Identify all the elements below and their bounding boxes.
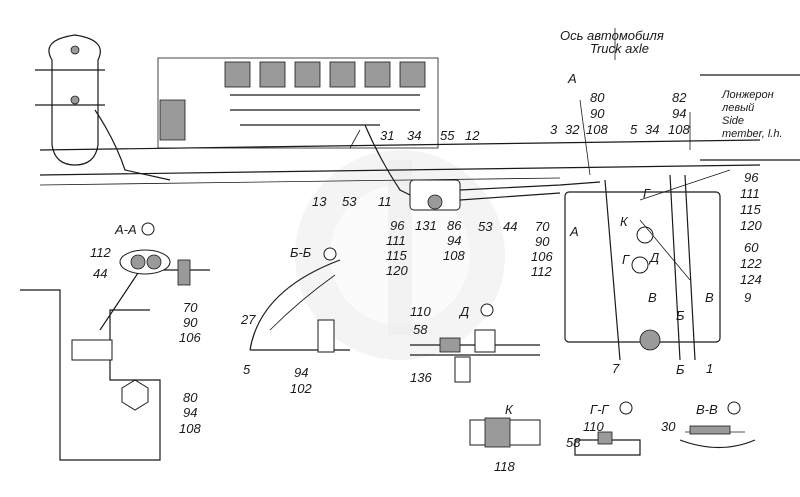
callout-90-aa: 90 — [183, 315, 198, 330]
callout-30: 30 — [661, 419, 676, 434]
callout-1: 1 — [706, 361, 713, 376]
frame-rail — [39, 139, 761, 186]
callout-5: 5 — [630, 122, 638, 137]
callout-27: 27 — [240, 312, 256, 327]
section-aa-title: А-А — [114, 222, 137, 237]
engine-block — [157, 57, 439, 149]
callout-96: 96 — [390, 218, 405, 233]
section-k-title: К — [505, 402, 514, 417]
callout-58-gg: 58 — [566, 435, 581, 450]
callout-108: 108 — [586, 122, 608, 137]
callout-106: 106 — [531, 249, 553, 264]
callout-136: 136 — [410, 370, 432, 385]
callout-3: 3 — [550, 122, 558, 137]
callout-131: 131 — [415, 218, 437, 233]
callout-12: 12 — [465, 128, 480, 143]
callout-124: 124 — [740, 272, 762, 287]
callout-55: 55 — [440, 128, 455, 143]
callout-111: 111 — [386, 233, 406, 248]
marker-g2: Г — [622, 252, 630, 267]
callout-102: 102 — [290, 381, 312, 396]
callout-108-r: 108 — [668, 122, 690, 137]
section-vv-detail — [679, 401, 756, 449]
callout-94-c: 94 — [447, 233, 461, 248]
marker-v1: В — [648, 290, 657, 305]
callout-11: 11 — [378, 194, 392, 209]
callout-58-d: 58 — [413, 322, 428, 337]
callout-31: 31 — [380, 128, 394, 143]
marker-a-top: А — [567, 71, 577, 86]
side-member — [700, 74, 800, 161]
section-gg-detail — [574, 401, 641, 456]
fuel-filter — [364, 124, 601, 211]
callout-53-b: 53 — [478, 219, 493, 234]
callout-53-a: 53 — [342, 194, 357, 209]
callout-96-r: 96 — [744, 170, 759, 185]
callout-120: 120 — [386, 263, 408, 278]
side-member-label-ru-2: левый — [721, 102, 754, 114]
callout-90: 90 — [590, 106, 605, 121]
callout-9: 9 — [744, 290, 751, 305]
truck-axle-label-en: Truck axle — [590, 41, 649, 56]
side-member-label-en-2: member, l.h. — [722, 128, 783, 140]
callout-110-d: 110 — [410, 304, 431, 319]
callout-13: 13 — [312, 194, 327, 209]
marker-d: Д — [648, 250, 659, 265]
callout-94-bb: 94 — [294, 365, 308, 380]
callout-94-aa: 94 — [183, 405, 197, 420]
callout-82: 82 — [672, 90, 687, 105]
fuel-tank — [564, 174, 721, 361]
leader-lines — [349, 28, 731, 281]
marker-g1: Г — [643, 186, 651, 201]
callout-70: 70 — [535, 219, 550, 234]
callout-115: 115 — [386, 248, 407, 263]
callout-106-aa: 106 — [179, 330, 201, 345]
callout-108-c: 108 — [443, 248, 465, 263]
section-d-detail — [410, 303, 540, 383]
marker-v2: В — [705, 290, 714, 305]
side-member-label-ru-1: Лонжерон — [721, 89, 774, 101]
callout-122: 122 — [740, 256, 762, 271]
truck-axle-label-ru: Ось автомобиля — [560, 28, 664, 43]
callout-111-r: 111 — [740, 186, 760, 201]
section-vv-title: В-В — [696, 402, 718, 417]
callout-34: 34 — [407, 128, 421, 143]
callout-94: 94 — [672, 106, 686, 121]
marker-b2: Б — [676, 362, 685, 377]
hanger-bracket — [35, 34, 171, 181]
marker-a-mid: А — [569, 224, 579, 239]
callout-80: 80 — [590, 90, 605, 105]
callout-110-gg: 110 — [583, 419, 604, 434]
callout-5-bb: 5 — [243, 362, 251, 377]
callout-44: 44 — [503, 219, 517, 234]
callout-108-aa: 108 — [179, 421, 201, 436]
section-bb-detail — [249, 247, 350, 353]
callout-112: 112 — [531, 264, 552, 279]
section-aa-detail — [20, 222, 210, 461]
callout-90-c: 90 — [535, 234, 550, 249]
callout-44-aa: 44 — [93, 266, 107, 281]
callout-118: 118 — [494, 459, 515, 474]
callout-32: 32 — [565, 122, 580, 137]
callout-70-aa: 70 — [183, 300, 198, 315]
callout-86: 86 — [447, 218, 462, 233]
callout-120-r: 120 — [740, 218, 762, 233]
section-bb-title: Б-Б — [290, 245, 312, 260]
section-k-detail — [469, 417, 541, 448]
callout-34-r: 34 — [645, 122, 659, 137]
callout-60: 60 — [744, 240, 759, 255]
marker-b1: Б — [676, 308, 685, 323]
section-gg-title: Г-Г — [590, 402, 609, 417]
section-d-title: Д — [458, 304, 469, 319]
side-member-label-en-1: Side — [722, 115, 744, 127]
marker-k: К — [620, 214, 629, 229]
callout-112-aa: 112 — [90, 245, 111, 260]
callout-115-r: 115 — [740, 202, 761, 217]
callout-80-aa: 80 — [183, 390, 198, 405]
callout-7: 7 — [612, 361, 620, 376]
